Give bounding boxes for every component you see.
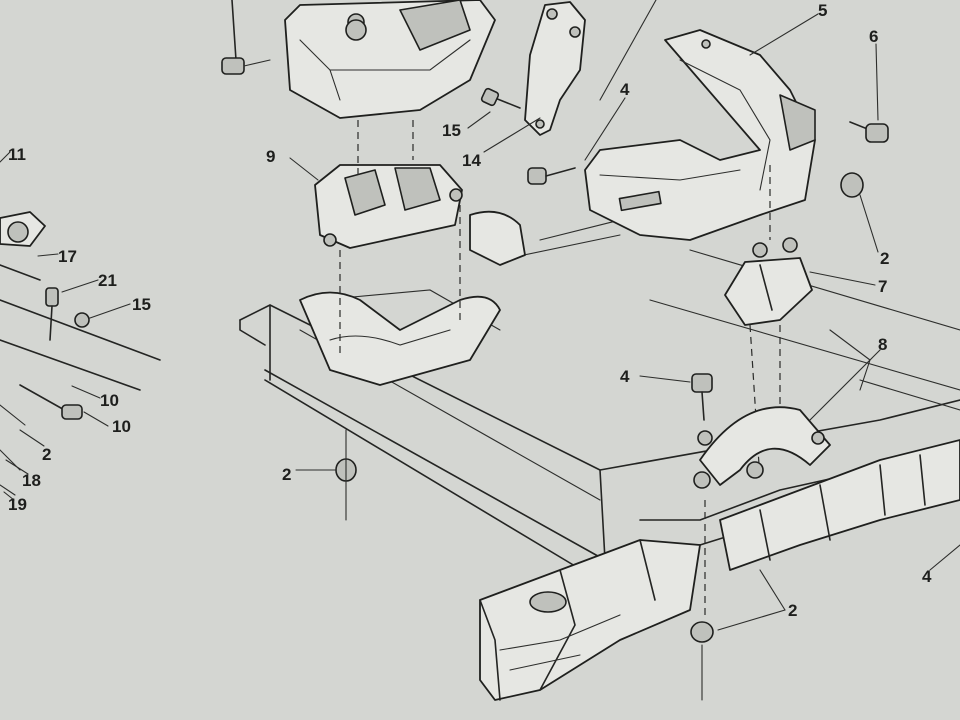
bolt-head xyxy=(221,57,245,75)
callout-14: 14 xyxy=(462,151,481,170)
callout-labels: 5 6 4 15 14 9 2 7 8 4 2 2 4 11 17 21 15 … xyxy=(8,1,932,620)
callout-5: 5 xyxy=(818,1,827,20)
callout-18: 18 xyxy=(22,471,41,490)
callout-4-right: 4 xyxy=(922,567,932,586)
callout-11: 11 xyxy=(8,145,26,164)
left-upper-mount xyxy=(284,0,496,119)
side-rail xyxy=(719,329,960,571)
callout-2-bottom: 2 xyxy=(788,601,797,620)
saddle-bracket xyxy=(299,210,526,386)
callout-9: 9 xyxy=(266,147,275,166)
callout-4-top: 4 xyxy=(620,80,630,99)
callout-2-center: 2 xyxy=(282,465,291,484)
callout-15-top: 15 xyxy=(442,121,461,140)
engine-mount-large xyxy=(584,29,816,241)
insulator-mount xyxy=(314,120,463,355)
mount-bracket-seven xyxy=(724,165,813,481)
callout-15-left: 15 xyxy=(132,295,151,314)
fasteners xyxy=(221,0,889,701)
saddle-eight xyxy=(693,406,831,489)
plate-bracket xyxy=(524,1,586,136)
callout-10-upper: 10 xyxy=(100,391,119,410)
left-side-parts xyxy=(0,211,161,496)
callout-2-right: 2 xyxy=(880,249,889,268)
callout-4-mid: 4 xyxy=(620,367,630,386)
callout-10-lower: 10 xyxy=(112,417,131,436)
callout-2-left: 2 xyxy=(42,445,51,464)
callout-17: 17 xyxy=(58,247,77,266)
callout-19: 19 xyxy=(8,495,27,514)
frame-front-end xyxy=(479,539,701,701)
callout-21: 21 xyxy=(98,271,117,290)
callout-8: 8 xyxy=(878,335,887,354)
callout-7: 7 xyxy=(878,277,887,296)
leader-lines xyxy=(0,0,960,631)
callout-6: 6 xyxy=(869,27,878,46)
